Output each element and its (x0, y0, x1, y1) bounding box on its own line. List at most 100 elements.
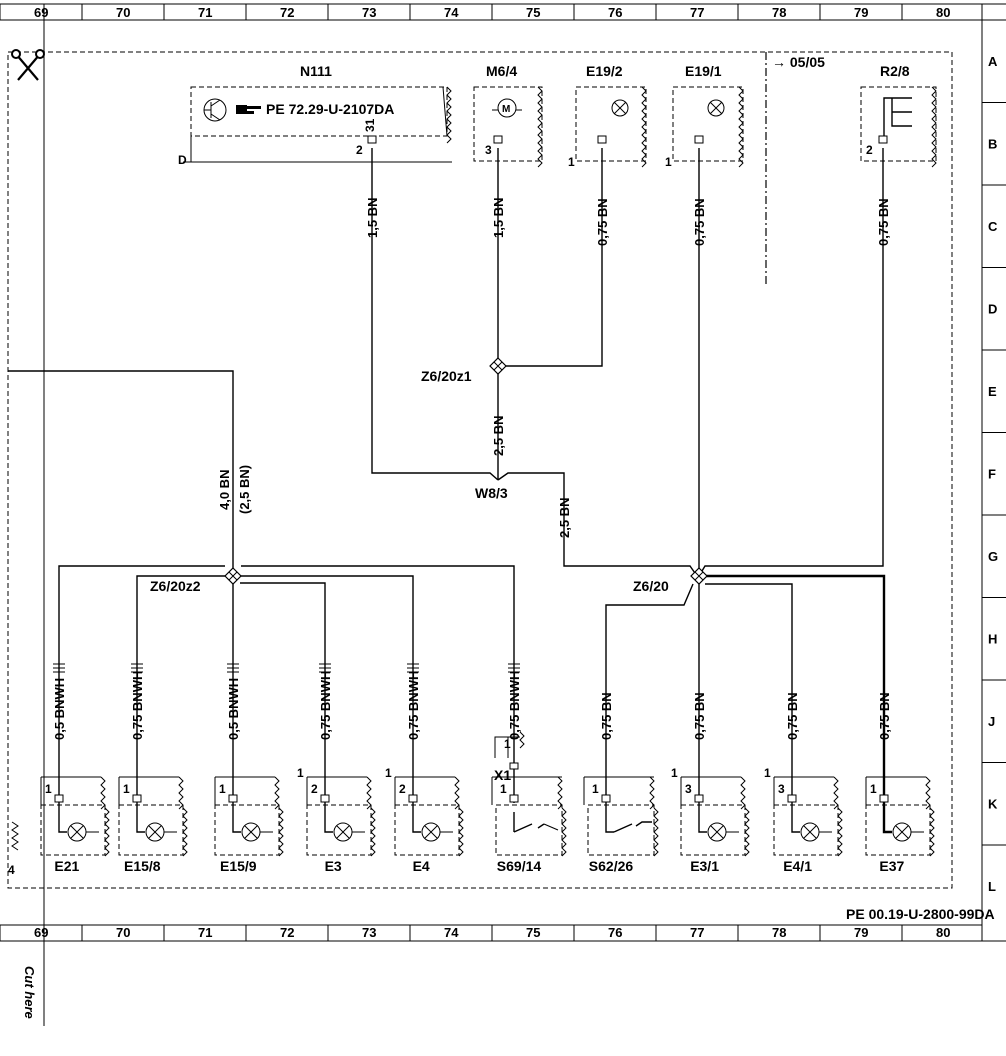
svg-text:R2/8: R2/8 (880, 63, 910, 79)
grid-column-label: 78 (772, 925, 786, 940)
grid-column-label: 71 (198, 925, 212, 940)
motor-icon: M (492, 98, 522, 118)
lamp-icon (611, 99, 629, 117)
lamp-icon (67, 822, 87, 842)
grid-row-label: G (988, 549, 998, 564)
pin-number: 1 (219, 782, 226, 796)
component-label: E4/1 (783, 858, 812, 874)
connector-pin (878, 135, 888, 144)
svg-text:M: M (502, 104, 510, 115)
transistor-icon (203, 98, 227, 122)
component-n111: N111 D PE 72.29-U-2107DA 31 2 (178, 63, 452, 167)
grid-row-label: F (988, 467, 996, 482)
grid-column-label: 80 (936, 925, 950, 940)
wire-labels: 1,5 BN 1,5 BN 0,75 BN 0,75 BN 0,75 BN 2,… (217, 198, 891, 538)
wire-label-z1-down: 2,5 BN (491, 416, 506, 456)
cut-here-label: Cut here (22, 966, 37, 1019)
pointing-hand-icon (236, 105, 261, 114)
grid-column-label: 79 (854, 5, 868, 20)
component-e19-2: E19/2 1 (568, 63, 647, 169)
grid-column-label: 69 (34, 925, 48, 940)
grid-row-label: A (988, 54, 998, 69)
wire-label-r2-8: 0,75 BN (876, 198, 891, 246)
pin-number: 1 (671, 766, 678, 780)
component-label: E15/9 (220, 858, 257, 874)
wire-label: 0,75 BNWH (507, 671, 522, 740)
wire-label: 0,75 BN (877, 692, 892, 740)
grid-row-label: E (988, 384, 997, 399)
grid-row-label: K (988, 797, 998, 812)
lamp-icon (800, 822, 820, 842)
grid-column-label: 79 (854, 925, 868, 940)
grid-columns: 6969707071717272737374747575767677777878… (0, 4, 950, 941)
switch-icon (513, 812, 559, 833)
pin-number: 1 (592, 782, 599, 796)
component-label: E15/8 (124, 858, 161, 874)
lamp-icon (892, 822, 912, 842)
connector-pin (132, 794, 142, 803)
grid-column-label: 76 (608, 925, 622, 940)
grid-row-label: C (988, 219, 998, 234)
svg-text:X1: X1 (494, 767, 511, 783)
connector-pin (367, 135, 377, 144)
heating-element-icon (883, 97, 912, 140)
label-z6-20: Z6/20 (633, 578, 669, 594)
wire-label-w83-right: 2,5 BN (557, 498, 572, 538)
svg-text:PE 72.29-U-2107DA: PE 72.29-U-2107DA (266, 101, 394, 117)
wire-label: 0,75 BN (692, 692, 707, 740)
footer-code: PE 00.19-U-2800-99DA (846, 906, 995, 922)
component-r2-8: R2/8 2 (860, 63, 937, 162)
connector-pin (54, 794, 64, 803)
wire-label-m6-4: 1,5 BN (491, 198, 506, 238)
svg-text:N111: N111 (300, 63, 332, 79)
wire-label: 0,5 BNWH (52, 678, 67, 740)
component-label: S62/26 (589, 858, 634, 874)
grid-row-label: H (988, 632, 997, 647)
wire-label: 0,75 BN (599, 692, 614, 740)
pin-number: 1 (123, 782, 130, 796)
grid-row-label: J (988, 714, 995, 729)
component-label: E4 (413, 858, 430, 874)
grid-column-label: 76 (608, 5, 622, 20)
grid-column-label: 71 (198, 5, 212, 20)
connector-pin (601, 794, 611, 803)
pin-number: 1 (385, 766, 392, 780)
wire-label-e19-2: 0,75 BN (595, 198, 610, 246)
grid-row-label: L (988, 879, 996, 894)
wire-label-main-b: (2,5 BN) (237, 465, 252, 514)
svg-text:D: D (178, 153, 187, 167)
grid-column-label: 72 (280, 925, 294, 940)
label-z6-20z1: Z6/20z1 (421, 368, 472, 384)
component-label: E21 (54, 858, 79, 874)
svg-text:1: 1 (665, 155, 672, 169)
pin-number: 1 (297, 766, 304, 780)
break-mark (641, 86, 647, 168)
grid-row-label: B (988, 137, 997, 152)
label-w8-3: W8/3 (475, 485, 508, 501)
wire-label-main-a: 4,0 BN (217, 470, 232, 510)
switch-icon (605, 802, 652, 833)
connector-pin (509, 794, 519, 803)
top-connectors (367, 86, 937, 168)
splice-z6-20 (690, 567, 708, 585)
svg-text:3: 3 (485, 143, 492, 157)
splice-z6-20z2 (224, 567, 242, 585)
pin-number: 2 (399, 782, 406, 796)
svg-text:31: 31 (363, 118, 377, 132)
break-mark (931, 86, 937, 168)
connector-pin (320, 794, 330, 803)
pin-number: 1 (764, 766, 771, 780)
break-mark (738, 86, 744, 168)
wire-label: 0,75 BN (785, 692, 800, 740)
connector-pin (408, 794, 418, 803)
